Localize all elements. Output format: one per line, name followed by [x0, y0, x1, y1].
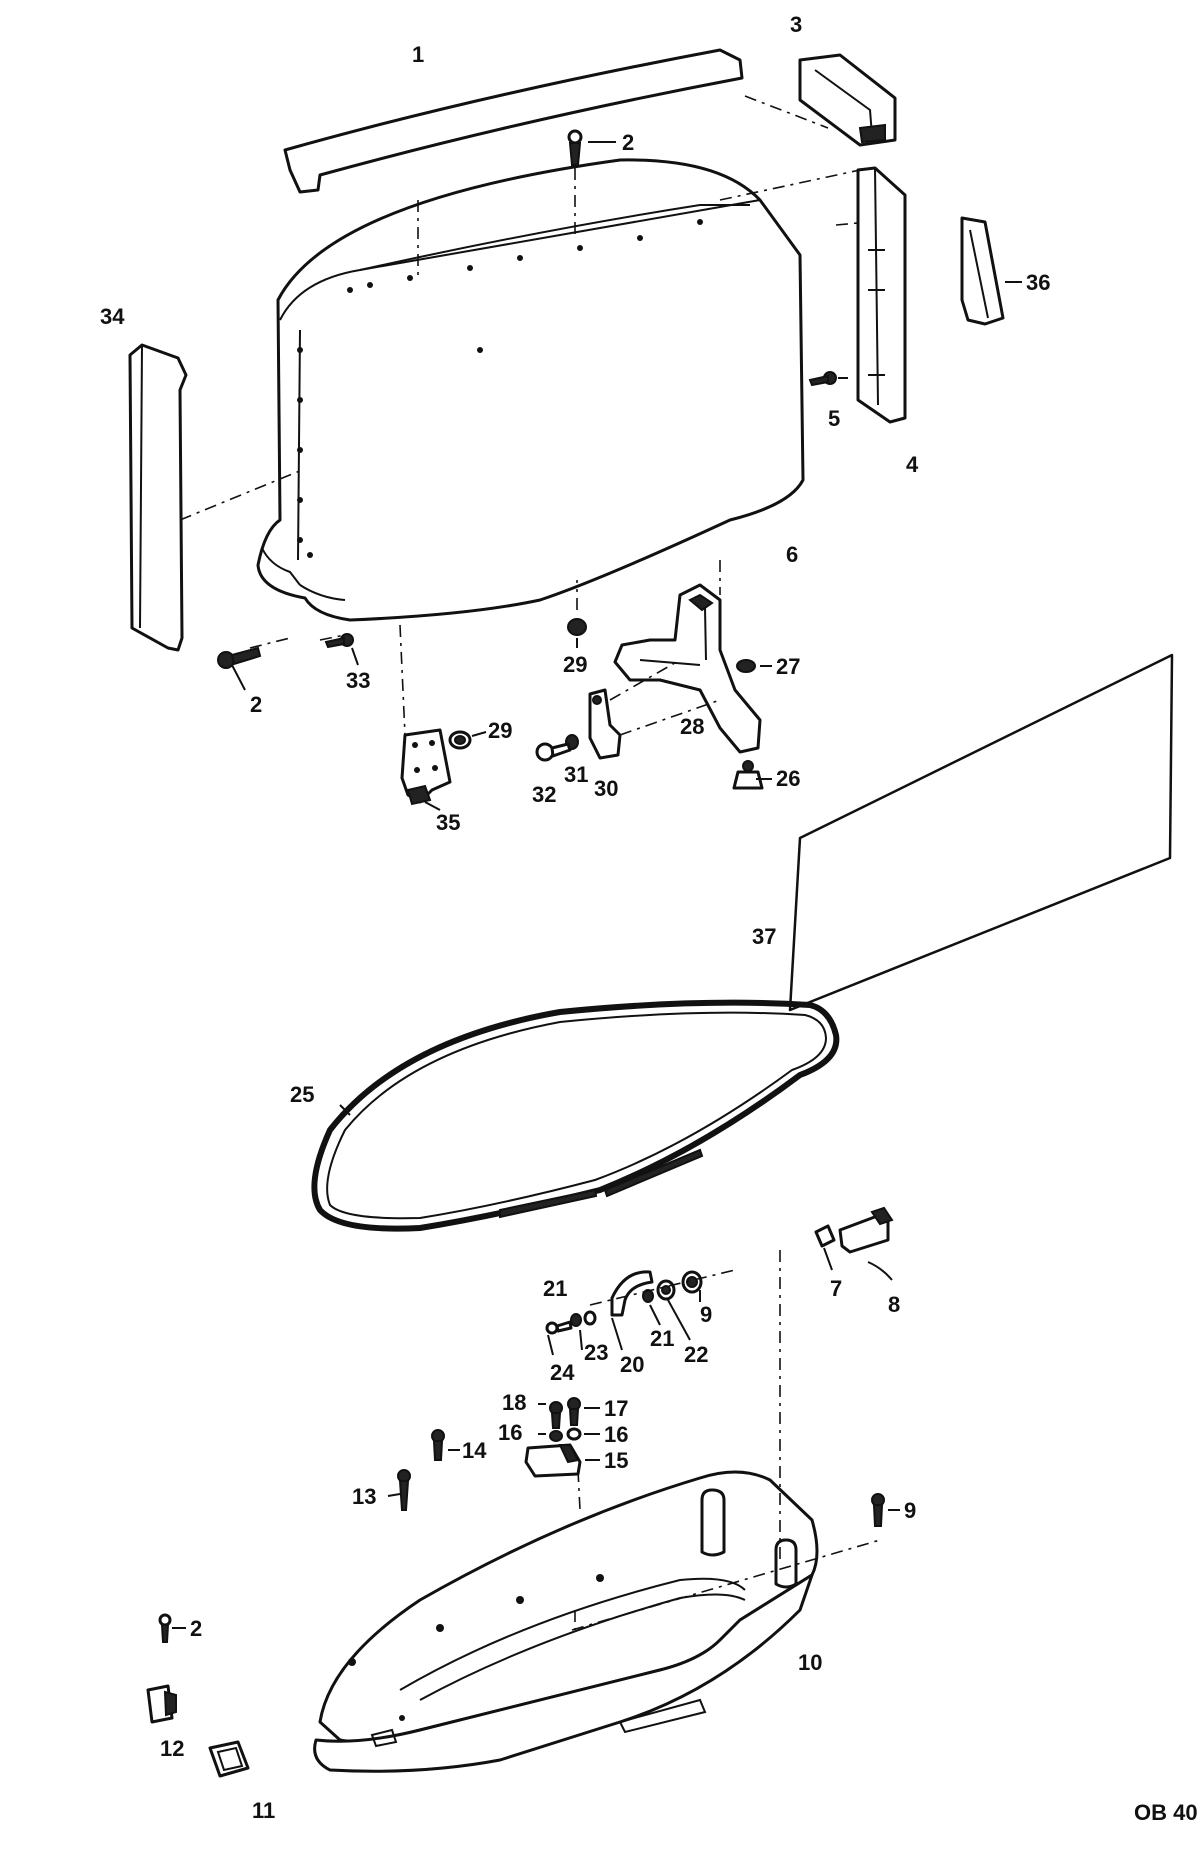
callout-labels: 1 2 3 4 5 6 36 34 2 33 29 27 28 29 26 31…: [100, 12, 1198, 1825]
callout-23: 23: [584, 1340, 608, 1365]
callout-3: 3: [790, 12, 802, 37]
part-29-nut-upper: [567, 618, 587, 636]
part-6-upper-cowl: [256, 158, 805, 622]
part-28-latch-bracket: [613, 583, 762, 754]
callout-21-lower: 21: [650, 1326, 674, 1351]
callout-leaders: [172, 141, 1022, 1629]
part-32-bolt: [535, 742, 572, 762]
part-20-hook: [610, 1270, 654, 1317]
part-15-latch-plate: [524, 1443, 582, 1478]
callout-18: 18: [502, 1390, 526, 1415]
callout-13: 13: [352, 1484, 376, 1509]
part-2-screw-left: [217, 646, 262, 669]
part-35-mount-bracket: [400, 728, 452, 806]
part-7-clip: [814, 1224, 836, 1248]
assembly-center-lines: [179, 95, 881, 1631]
part-25-cowl-seal: [311, 999, 840, 1232]
part-8-latch-handle: [838, 1206, 894, 1281]
callout-37: 37: [752, 924, 776, 949]
callout-17: 17: [604, 1396, 628, 1421]
callout-4: 4: [906, 452, 919, 477]
part-9-grommet-upper: [681, 1270, 703, 1294]
callout-29-lower: 29: [488, 718, 512, 743]
part-9-bolt: [871, 1493, 885, 1527]
part-34-side-panel: [128, 343, 188, 652]
callout-14: 14: [462, 1438, 487, 1463]
callout-9-upper: 9: [700, 1302, 712, 1327]
callout-11: 11: [252, 1798, 275, 1823]
part-2-screw-top: [567, 129, 583, 166]
callout-5: 5: [828, 406, 840, 431]
part-17-screw: [567, 1397, 581, 1426]
callout-20: 20: [620, 1352, 644, 1377]
callout-33: 33: [346, 668, 370, 693]
callout-28: 28: [680, 714, 704, 739]
callout-6: 6: [786, 542, 798, 567]
part-29-nut-lower: [448, 730, 472, 750]
callout-25: 25: [290, 1082, 314, 1107]
callout-16-left: 16: [498, 1420, 522, 1445]
callout-27: 27: [776, 654, 800, 679]
part-4-side-bracket: [856, 166, 907, 424]
callout-21-upper: 21: [543, 1276, 567, 1301]
callout-16-right: 16: [604, 1422, 628, 1447]
callout-1: 1: [412, 42, 424, 67]
callout-12: 12: [160, 1736, 184, 1761]
callout-31: 31: [564, 762, 588, 787]
callout-26: 26: [776, 766, 800, 791]
callout-9-lower: 9: [904, 1498, 916, 1523]
part-24-screw: [545, 1320, 573, 1335]
part-26-bumper: [732, 760, 764, 790]
part-12-clip: [146, 1684, 177, 1724]
callout-2-bottom: 2: [190, 1616, 202, 1641]
callout-29-upper: 29: [563, 652, 587, 677]
callout-22: 22: [684, 1342, 708, 1367]
part-23-washer: [583, 1310, 597, 1326]
part-21-washer-upper: [570, 1313, 582, 1327]
part-22-nut: [656, 1279, 676, 1301]
drawing-code: OB 40: [1134, 1800, 1198, 1825]
callout-30: 30: [594, 776, 618, 801]
part-2-screw-bottom: [158, 1613, 172, 1643]
callout-10: 10: [798, 1650, 822, 1675]
part-16-washer-right: [566, 1427, 582, 1441]
callout-8: 8: [888, 1292, 900, 1317]
part-13-bolt: [397, 1469, 411, 1511]
part-36-small-gasket: [960, 216, 1005, 326]
part-10-lower-cowl: [313, 1470, 819, 1773]
part-16-washer-left: [549, 1430, 563, 1442]
part-1-top-trim: [283, 48, 744, 194]
part-14-screw: [431, 1429, 445, 1461]
part-37-large-gasket-sheet: [788, 653, 1174, 1012]
part-27-grommet: [736, 659, 756, 673]
part-11-decal-bracket: [208, 1740, 250, 1778]
callout-15: 15: [604, 1448, 628, 1473]
callout-2-top: 2: [622, 130, 634, 155]
callout-35: 35: [436, 810, 460, 835]
part-21-washer-lower: [642, 1289, 654, 1303]
callout-32: 32: [532, 782, 556, 807]
part-30-latch-lever: [588, 688, 622, 760]
callout-2-left: 2: [250, 692, 262, 717]
callout-24: 24: [550, 1360, 575, 1385]
part-3-rear-bracket: [798, 53, 897, 147]
callout-7: 7: [830, 1276, 842, 1301]
callout-36: 36: [1026, 270, 1050, 295]
part-5-screw: [808, 371, 837, 387]
part-33-screw: [324, 633, 354, 649]
callout-34: 34: [100, 304, 125, 329]
part-18-screw: [549, 1401, 563, 1429]
